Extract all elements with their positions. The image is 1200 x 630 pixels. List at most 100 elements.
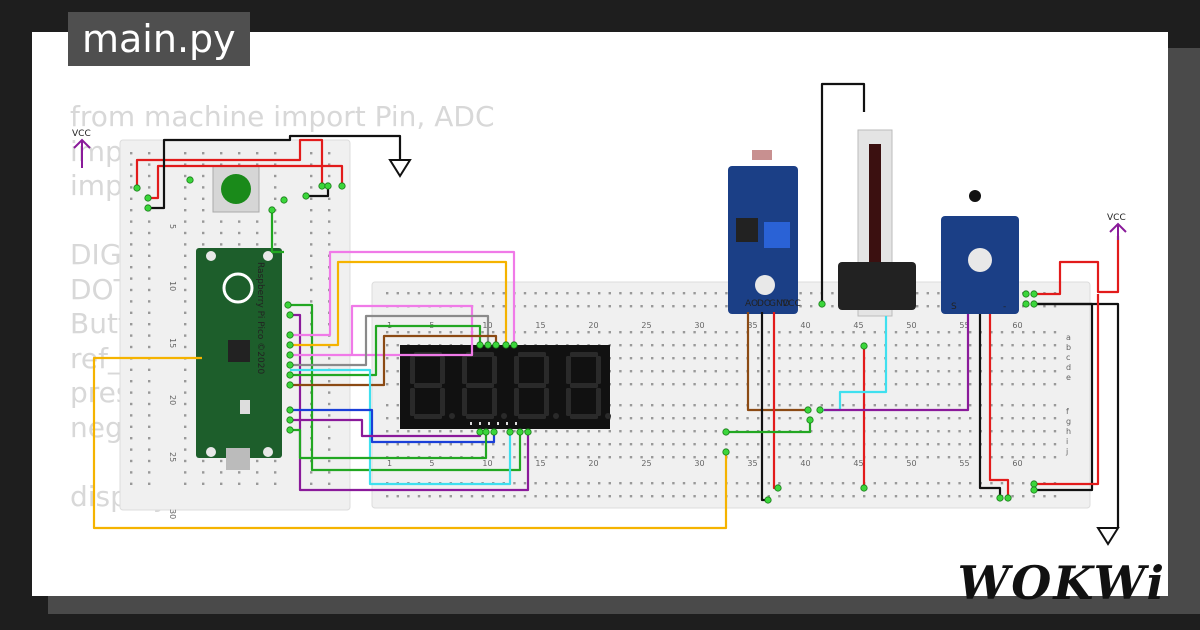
raspberry-logo-icon	[222, 272, 254, 304]
wire-green	[270, 210, 284, 254]
connection-point[interactable]	[286, 361, 294, 369]
large-breadboard-row-letter: h	[1066, 427, 1071, 436]
large-breadboard-column-number: 40	[800, 321, 810, 330]
connection-point[interactable]	[818, 300, 826, 308]
connection-point[interactable]	[516, 428, 524, 436]
file-tab[interactable]: main.py	[68, 12, 250, 66]
temp-pin-s: S	[951, 302, 957, 312]
connection-point[interactable]	[286, 371, 294, 379]
code-line: Butt	[70, 307, 129, 340]
small-breadboard-column-number: 5	[168, 224, 177, 229]
connection-point[interactable]	[1004, 494, 1012, 502]
connection-point[interactable]	[476, 428, 484, 436]
vcc-symbol-left	[73, 138, 91, 168]
connection-point[interactable]	[302, 192, 310, 200]
code-line: from machine import Pin, ADC	[70, 100, 495, 133]
connection-point[interactable]	[286, 351, 294, 359]
ldr-sensor-module: AO DO GND VCC	[728, 150, 801, 314]
connection-point[interactable]	[186, 176, 194, 184]
connection-point[interactable]	[774, 484, 782, 492]
large-breadboard-column-number: 10	[482, 459, 492, 468]
connection-point[interactable]	[286, 406, 294, 414]
small-breadboard-column-number: 15	[168, 338, 177, 348]
connection-point[interactable]	[133, 184, 141, 192]
connection-point[interactable]	[286, 331, 294, 339]
connection-point[interactable]	[492, 341, 500, 349]
connection-point[interactable]	[764, 496, 772, 504]
connection-point[interactable]	[510, 341, 518, 349]
connection-point[interactable]	[490, 428, 498, 436]
connection-point[interactable]	[144, 194, 152, 202]
connection-point[interactable]	[1022, 300, 1030, 308]
connection-point[interactable]	[1022, 290, 1030, 298]
connection-point[interactable]	[506, 428, 514, 436]
small-breadboard-column-number: 20	[168, 395, 177, 405]
large-breadboard-column-number: 5	[429, 459, 434, 468]
wokwi-logo: WOKWi	[957, 556, 1166, 610]
large-breadboard-column-number: 30	[694, 459, 704, 468]
connection-point[interactable]	[286, 381, 294, 389]
large-breadboard-row-letter: c	[1066, 353, 1070, 362]
large-breadboard-column-numbers: 1155101015152020252530303535404045455050…	[387, 321, 1023, 468]
large-breadboard-row-letter: g	[1066, 417, 1071, 426]
large-breadboard-column-number: 60	[1012, 459, 1022, 468]
potentiometer-icon[interactable]	[764, 222, 790, 248]
connection-point[interactable]	[286, 416, 294, 424]
push-button[interactable]	[212, 165, 260, 213]
connection-point[interactable]	[324, 182, 332, 190]
connection-point[interactable]	[722, 428, 730, 436]
connection-point[interactable]	[476, 341, 484, 349]
connection-point[interactable]	[502, 341, 510, 349]
wire-red	[135, 138, 324, 188]
connection-point[interactable]	[722, 448, 730, 456]
small-breadboard-column-number: 25	[168, 452, 177, 462]
large-breadboard-column-number: 1	[387, 459, 392, 468]
connection-point[interactable]	[860, 484, 868, 492]
wire-brown	[746, 312, 808, 412]
connection-point[interactable]	[318, 182, 326, 190]
connection-point[interactable]	[804, 406, 812, 414]
wire-yellow	[290, 260, 508, 347]
connection-point[interactable]	[816, 406, 824, 414]
display-digits	[410, 352, 611, 425]
connection-point[interactable]	[996, 494, 1004, 502]
connection-point[interactable]	[286, 426, 294, 434]
connection-point[interactable]	[1030, 300, 1038, 308]
pico-label: Raspberry Pi Pico ©2020	[255, 262, 265, 374]
connection-point[interactable]	[860, 342, 868, 350]
connection-point[interactable]	[284, 301, 292, 309]
connection-point[interactable]	[268, 206, 276, 214]
digit	[462, 352, 507, 419]
connection-point[interactable]	[144, 204, 152, 212]
large-breadboard-row-letter: e	[1066, 373, 1071, 382]
connection-point[interactable]	[1030, 290, 1038, 298]
ldr-pin-gnd: GND	[769, 299, 790, 309]
large-breadboard-column-number: 25	[641, 459, 651, 468]
wire-gray	[290, 314, 490, 367]
ldr-pin-vcc: VCC	[782, 299, 801, 309]
connection-point[interactable]	[1030, 480, 1038, 488]
connection-point[interactable]	[484, 341, 492, 349]
connection-point[interactable]	[286, 341, 294, 349]
connection-point[interactable]	[482, 428, 490, 436]
vcc-label-right: VCC	[1107, 213, 1126, 223]
vcc-symbol-right	[1109, 222, 1127, 240]
wire-red	[1034, 236, 1120, 296]
connection-point[interactable]	[524, 428, 532, 436]
slide-potentiometer[interactable]	[838, 129, 916, 317]
raspberry-pi-pico: Raspberry Pi Pico ©2020	[196, 248, 282, 470]
large-breadboard-row-letter: a	[1066, 333, 1071, 342]
connection-point[interactable]	[1030, 486, 1038, 494]
connection-point[interactable]	[280, 196, 288, 204]
vcc-label-left: VCC	[72, 129, 91, 139]
ldr-pin-do: DO	[757, 299, 771, 309]
wire-green	[726, 420, 812, 434]
ground-symbol-bottom	[1096, 527, 1120, 546]
connection-point[interactable]	[338, 182, 346, 190]
large-breadboard-row-letter: d	[1066, 363, 1071, 372]
connection-points	[133, 176, 1038, 504]
connection-point[interactable]	[286, 311, 294, 319]
connection-point[interactable]	[806, 416, 814, 424]
wire-red	[988, 314, 1010, 498]
